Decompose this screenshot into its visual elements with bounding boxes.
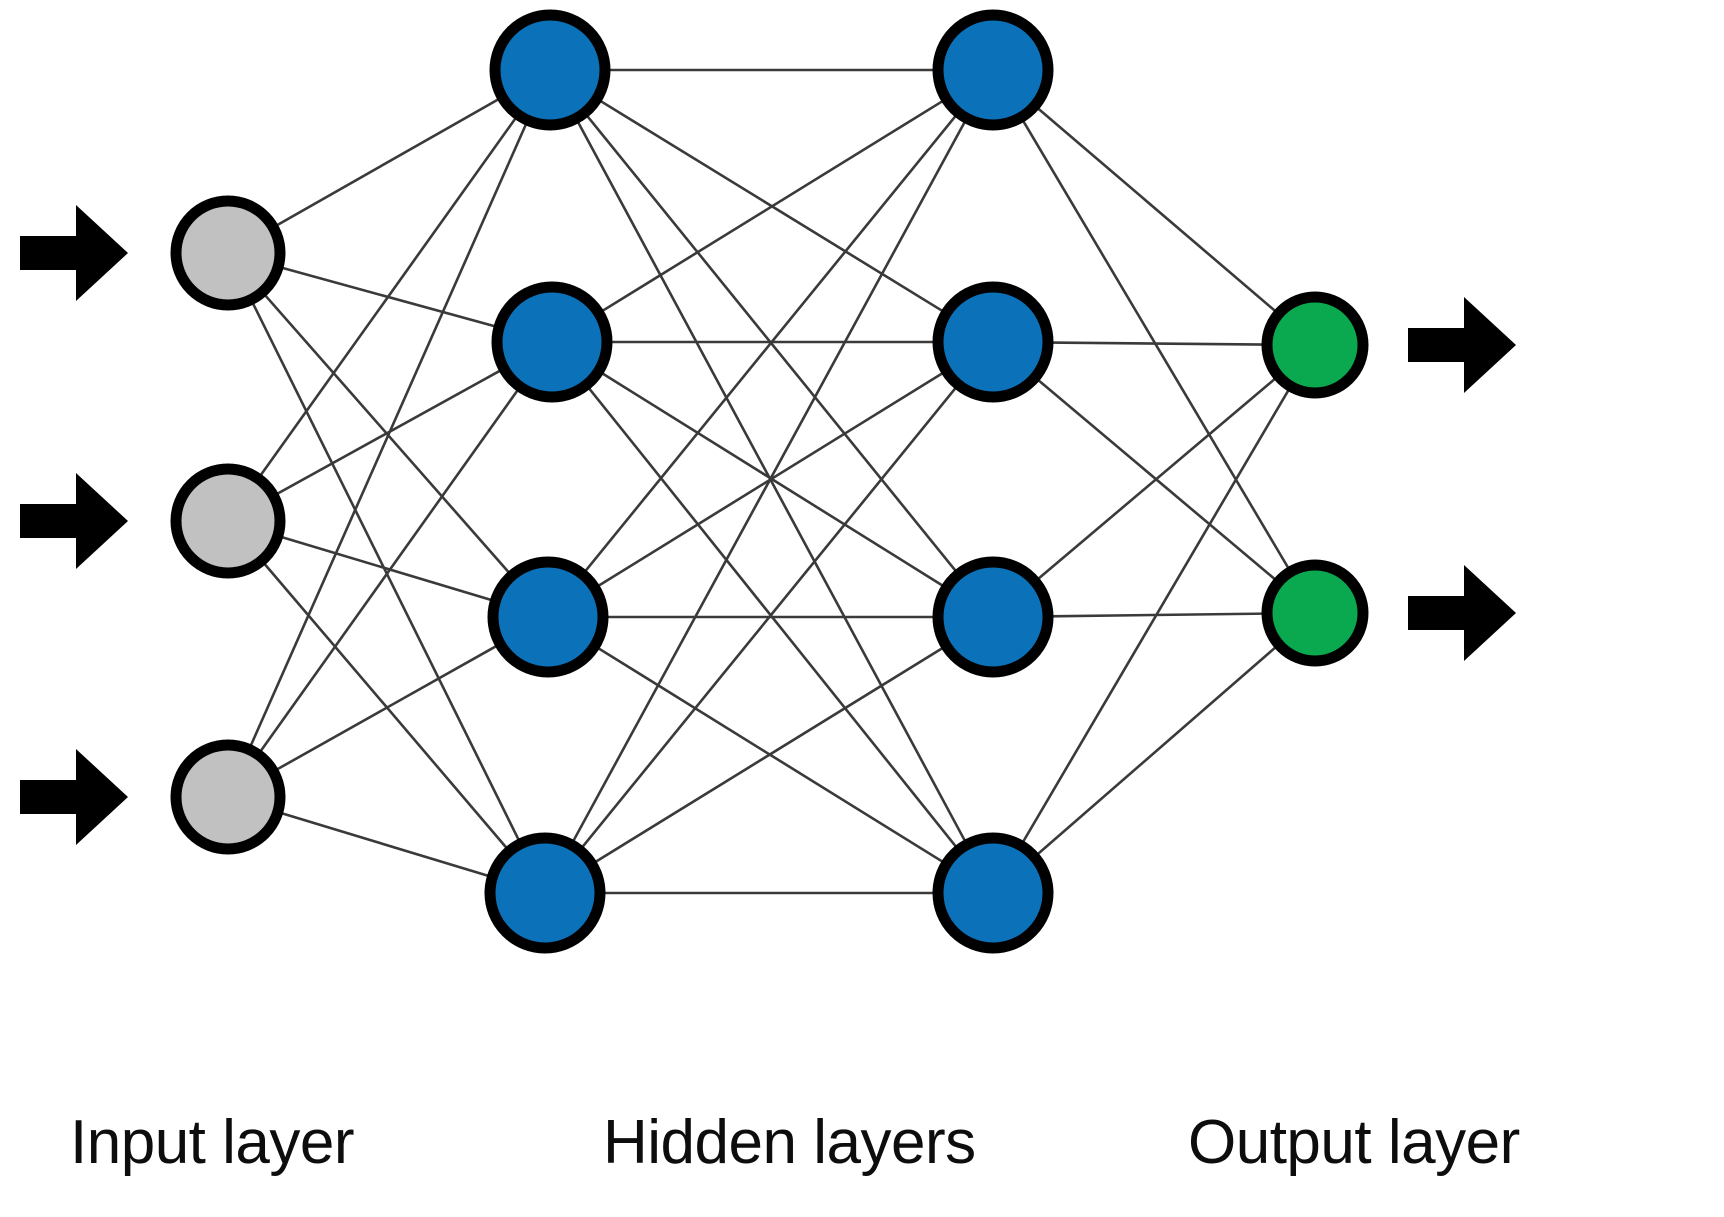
node-h1_4	[484, 832, 606, 954]
edge-h1_4-h2_3	[592, 645, 946, 865]
edge-i2-h1_3	[279, 535, 494, 602]
in-arrow-2-icon	[20, 473, 128, 569]
node-o2	[1261, 559, 1369, 667]
in-arrow-3-icon	[20, 749, 128, 845]
edges-group	[248, 68, 1291, 895]
edge-i2-h1_1	[258, 115, 518, 478]
node-h2_4	[932, 832, 1054, 954]
edge-h1_3-h2_1	[582, 113, 959, 574]
input-layer-label: Input layer	[70, 1108, 355, 1177]
out-arrow-2-icon	[1408, 565, 1516, 661]
node-o1	[1261, 291, 1369, 399]
node-i3	[170, 739, 286, 855]
node-h1_1	[489, 9, 611, 131]
nodes-group	[170, 9, 1369, 954]
edge-h2_4-o2	[1035, 644, 1279, 857]
hidden-layers-label: Hidden layers	[603, 1108, 976, 1177]
node-h1_2	[491, 281, 613, 403]
node-h2_2	[932, 281, 1054, 403]
edge-h2_3-o1	[1035, 376, 1278, 582]
edge-i3-h1_4	[279, 811, 491, 878]
edge-i2-h1_4	[262, 561, 510, 851]
edge-h2_2-o1	[1049, 341, 1266, 346]
io-arrows-group	[20, 205, 1516, 845]
edge-h2_1-o1	[1035, 106, 1278, 314]
node-i2	[170, 463, 286, 579]
edge-h1_1-h2_4	[575, 119, 968, 844]
edge-i3-h1_2	[258, 387, 520, 754]
out-arrow-1-icon	[1408, 297, 1516, 393]
node-h2_3	[932, 556, 1054, 678]
node-h2_1	[932, 9, 1054, 131]
edge-h1_4-h2_2	[579, 385, 959, 850]
edge-h1_4-h2_1	[571, 119, 967, 844]
node-i1	[170, 195, 286, 311]
node-h1_3	[487, 556, 609, 678]
edge-h1_2-h2_1	[599, 98, 946, 314]
edge-i1-h1_1	[274, 97, 502, 228]
edge-h2_4-o1	[1020, 387, 1291, 845]
output-layer-label: Output layer	[1188, 1108, 1520, 1177]
edge-i3-h1_3	[274, 643, 499, 772]
in-arrow-1-icon	[20, 205, 128, 301]
edge-i1-h1_4	[250, 300, 521, 843]
edge-i3-h1_1	[248, 121, 529, 749]
